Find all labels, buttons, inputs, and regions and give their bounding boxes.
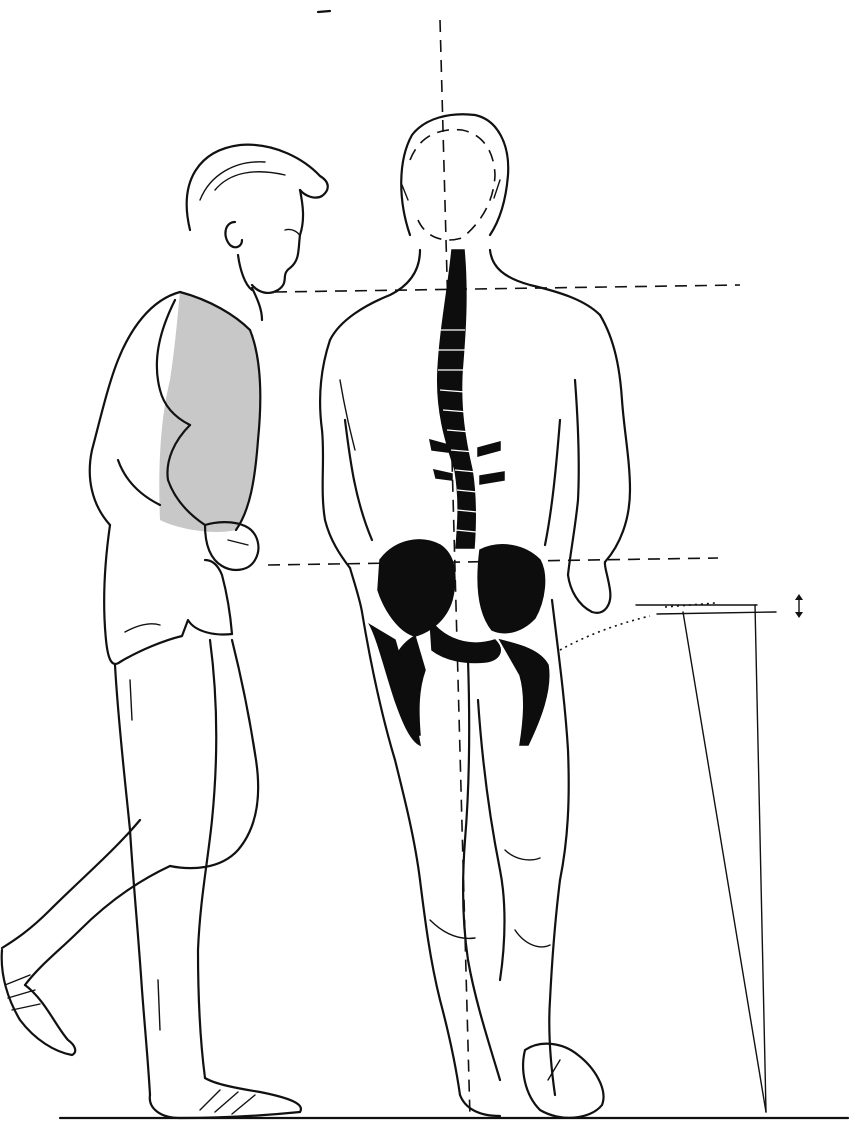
spine: [430, 250, 504, 548]
double-arrow-icon: [795, 594, 803, 618]
pelvis: [370, 540, 549, 745]
top-mark: [318, 11, 330, 12]
shoulder-level-line: [275, 285, 740, 292]
walking-man: [2, 145, 328, 1118]
leg-length-triangle: [560, 603, 776, 1112]
standing-man-back: [320, 114, 630, 1118]
